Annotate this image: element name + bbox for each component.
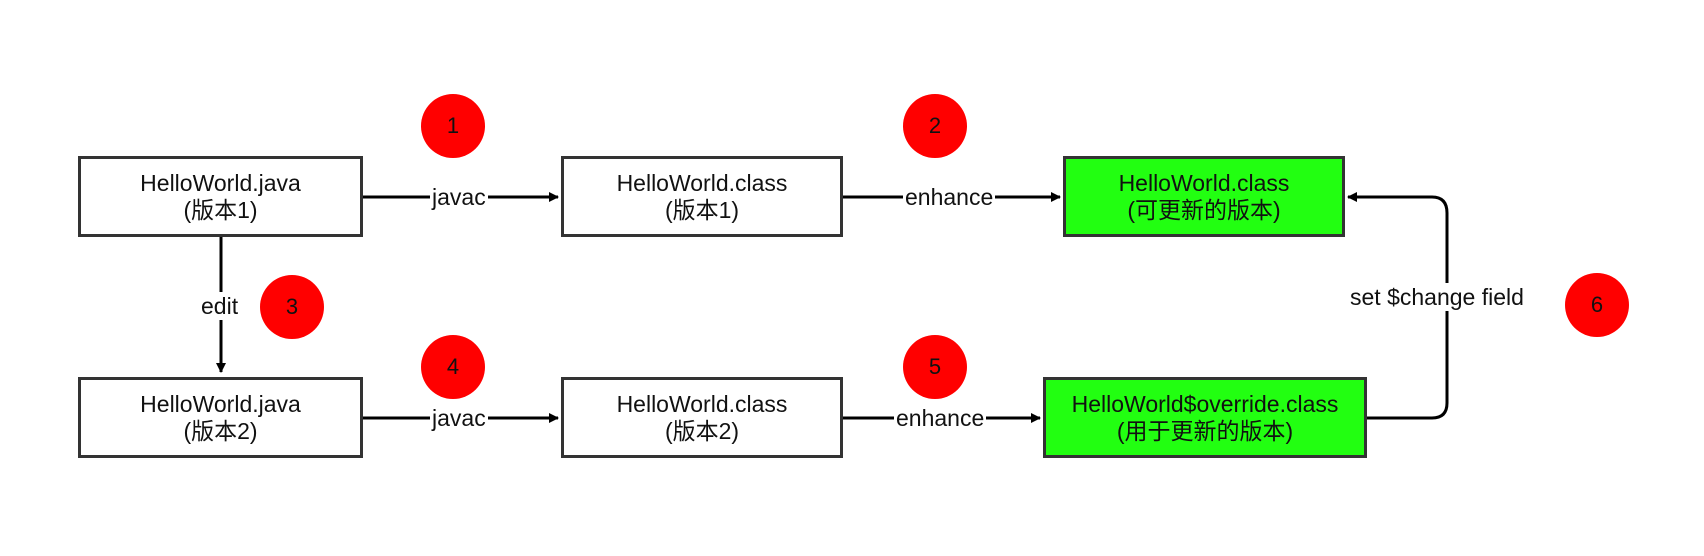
node-title: HelloWorld.class (1118, 169, 1290, 196)
node-subtitle: (用于更新的版本) (1116, 417, 1294, 444)
node-subtitle: (版本2) (664, 417, 740, 444)
edge-label-enhance-top: enhance (903, 183, 996, 211)
step-badge-2: 2 (903, 94, 967, 158)
node-helloworld-class-v1: HelloWorld.class (版本1) (561, 156, 843, 237)
edge-label-javac-top: javac (430, 183, 488, 211)
edge-label-javac-bottom: javac (430, 404, 488, 432)
edge-label-enhance-bottom: enhance (894, 404, 987, 432)
node-helloworld-class-v2: HelloWorld.class (版本2) (561, 377, 843, 458)
node-helloworld-class-enhanced: HelloWorld.class (可更新的版本) (1063, 156, 1345, 237)
node-title: HelloWorld.java (140, 169, 301, 196)
node-subtitle: (版本1) (183, 196, 258, 223)
node-subtitle: (版本2) (183, 417, 258, 444)
step-badge-1: 1 (421, 94, 485, 158)
node-title: HelloWorld.class (616, 169, 788, 196)
step-badge-5: 5 (903, 335, 967, 399)
node-subtitle: (版本1) (664, 196, 740, 223)
step-badge-3: 3 (260, 275, 324, 339)
node-title: HelloWorld.java (140, 390, 301, 417)
step-badge-6: 6 (1565, 273, 1629, 337)
node-title: HelloWorld$override.class (1071, 390, 1339, 417)
node-helloworld-override-class: HelloWorld$override.class (用于更新的版本) (1043, 377, 1367, 458)
node-helloworld-java-v1: HelloWorld.java (版本1) (78, 156, 363, 237)
node-helloworld-java-v2: HelloWorld.java (版本2) (78, 377, 363, 458)
node-title: HelloWorld.class (616, 390, 788, 417)
edge-label-edit: edit (199, 292, 241, 320)
edge-label-set-change-field: set $change field (1348, 283, 1526, 311)
step-badge-4: 4 (421, 335, 485, 399)
node-subtitle: (可更新的版本) (1127, 196, 1281, 223)
